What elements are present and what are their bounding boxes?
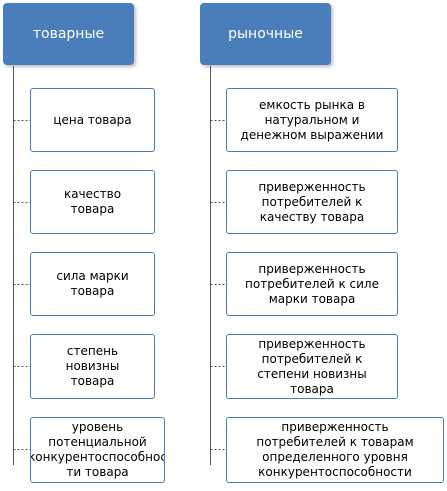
left-item-brand-strength: сила марки товара xyxy=(30,252,155,316)
left-item-novelty: степень новизны товара xyxy=(30,334,155,399)
left-column-title: товарные xyxy=(32,26,105,42)
right-column-title: рыночные xyxy=(228,26,303,42)
left-item-price: цена товара xyxy=(30,88,155,152)
right-item-competitiveness-loyalty: приверженность потребителей к товарам оп… xyxy=(226,417,444,483)
right-item-quality-loyalty: приверженность потребителей к качеству т… xyxy=(226,170,398,234)
left-item-competitiveness: уровень потенциальной конкурентоспособно… xyxy=(30,417,165,483)
right-item-market-capacity: емкость рынка в натуральном и денежном в… xyxy=(226,88,398,152)
left-item-quality: качество товара xyxy=(30,170,155,234)
left-column-header: товарные xyxy=(3,3,134,65)
right-item-brand-loyalty: приверженность потребителей к силе марки… xyxy=(226,252,398,316)
right-column-header: рыночные xyxy=(200,3,331,65)
right-item-novelty-loyalty: приверженность потребителей к степени но… xyxy=(226,334,398,399)
